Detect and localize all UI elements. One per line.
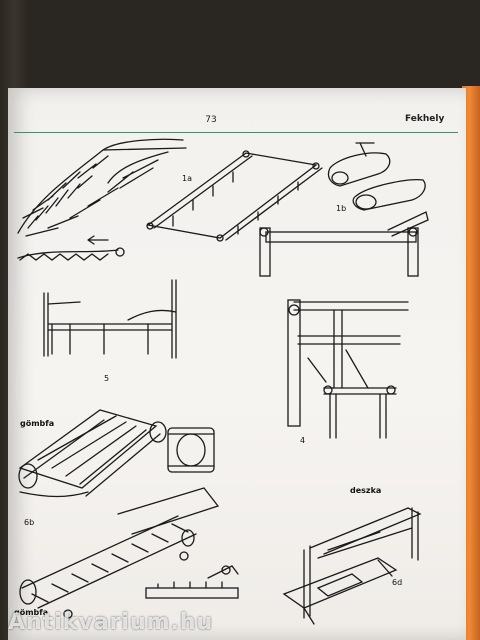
illustrations [17, 138, 429, 625]
running-head: Fekhely [405, 114, 445, 124]
figure-1a-frame [146, 150, 323, 242]
figure-label-gombfa-top: gömbfa [20, 419, 55, 428]
figure-label-1b: 1b [336, 204, 347, 213]
figure-1b-joint [327, 142, 426, 211]
figure-label-gombfa-bottom: gömbfa [14, 608, 49, 617]
figure-small-bench [145, 565, 239, 599]
figure-label-6b: 6b [24, 518, 35, 527]
figure-5-bedframe [43, 279, 177, 359]
figure-label-6d: 6d [392, 578, 403, 587]
figure-label-4: 4 [300, 436, 306, 445]
figure-6b-logbed [18, 409, 167, 498]
figure-bench [259, 211, 429, 277]
figure-ladder-bed [19, 487, 220, 619]
figure-label-1a: 1a [182, 174, 192, 183]
header-rule [14, 132, 458, 133]
watermark: Antikvarium.hu [8, 610, 214, 635]
figure-6d-plank-bed [282, 507, 422, 625]
page-number: 73 [205, 115, 217, 125]
book-edge [462, 86, 480, 640]
book-page [8, 88, 466, 640]
figure-4-post-beam [287, 299, 409, 439]
figure-label-deszka: deszka [350, 486, 382, 495]
figure-tree-drag [17, 138, 187, 261]
figure-cross-section [167, 427, 215, 473]
figure-label-5: 5 [104, 374, 110, 383]
